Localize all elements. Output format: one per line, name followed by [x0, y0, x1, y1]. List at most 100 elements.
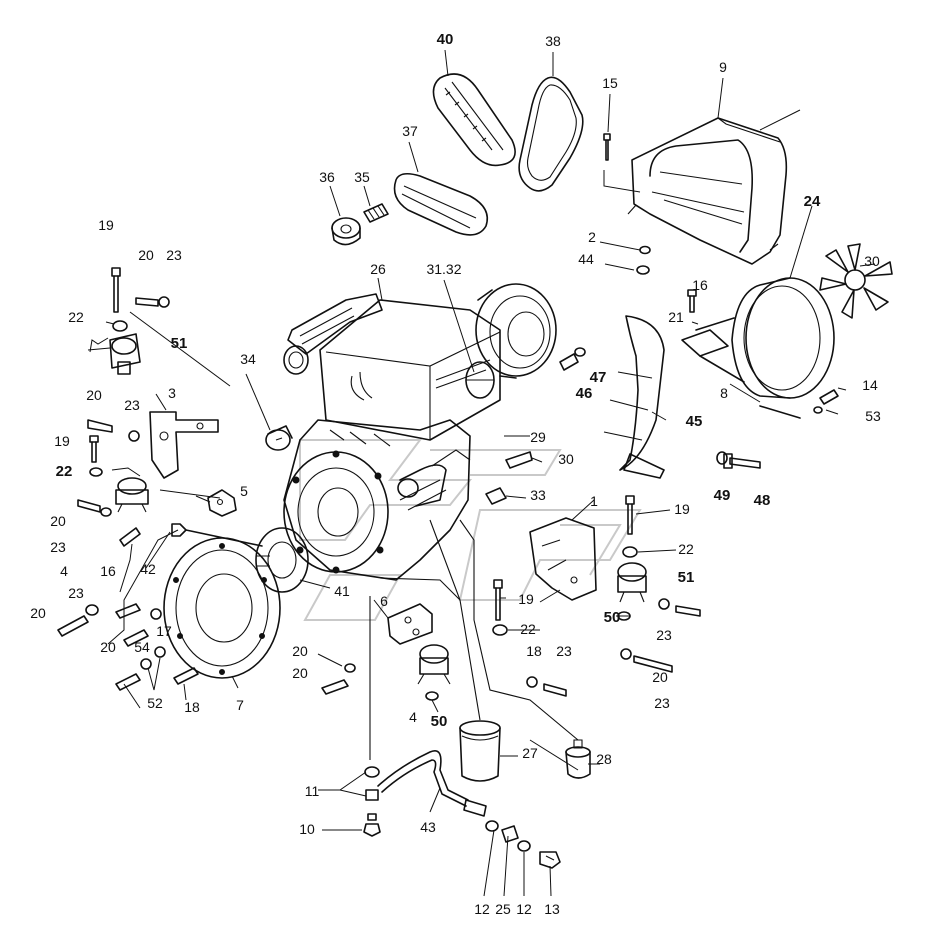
callout-label: 5: [240, 483, 248, 499]
cover-7: [163, 537, 281, 679]
washer-2: [639, 245, 651, 255]
callout-label: 4: [60, 563, 68, 579]
callout-label: 19: [98, 217, 114, 233]
bolt-19-left: [111, 267, 121, 313]
callout-label: 34: [240, 351, 256, 367]
callout-label: 31.32: [426, 261, 461, 277]
callout-label: 51: [678, 569, 695, 586]
bolt-18-a: [123, 629, 149, 647]
mount-51-left: [87, 333, 141, 375]
callout-label: 51: [171, 335, 188, 352]
bolt-16-left: [119, 527, 141, 547]
washer-53: [813, 406, 823, 414]
callout-label: 11: [305, 783, 320, 799]
callout-label: 20: [30, 605, 46, 621]
washers-52: [115, 646, 166, 691]
callout-label: 47: [590, 369, 607, 386]
mount-4-left: [111, 467, 221, 513]
callout-label: 38: [545, 33, 561, 49]
callout-label: 29: [530, 429, 546, 445]
bolt-20-right-b: [633, 655, 673, 673]
callout-label: 20: [86, 387, 102, 403]
washer-23-cr: [526, 676, 538, 688]
washer-23-ll: [85, 604, 99, 616]
plate-5: [207, 489, 237, 517]
callout-label: 50: [604, 609, 621, 626]
bolt-42: [171, 523, 263, 547]
callout-label: 4: [409, 709, 417, 725]
callout-label: 46: [576, 385, 593, 402]
callout-label: 22: [678, 541, 694, 557]
bolt-20-ll: [57, 615, 89, 637]
fitting-12-b: [517, 840, 531, 852]
sensor-34: [265, 425, 293, 451]
callout-label: 18: [526, 643, 542, 659]
callout-label: 14: [862, 377, 878, 393]
washer-23-m4: [100, 507, 112, 517]
washer-23-right-b: [620, 648, 632, 660]
bolt-20-m4: [77, 499, 101, 513]
oil-filter-27: [459, 720, 518, 782]
bolt-46: [559, 353, 579, 371]
fan-ring-24: [695, 277, 835, 419]
callout-label: 28: [596, 751, 612, 767]
sensor-30: [505, 451, 533, 469]
callout-label: 52: [147, 695, 163, 711]
fitting-25: [501, 825, 519, 843]
callout-label: 54: [134, 639, 150, 655]
callout-label: 19: [54, 433, 70, 449]
callout-label: 3: [168, 385, 176, 401]
callout-label: 20: [100, 639, 116, 655]
engine-block: [283, 283, 557, 581]
watermark: [299, 439, 642, 621]
callout-label: 24: [804, 193, 821, 210]
callout-label: 17: [156, 623, 172, 639]
callout-label: 10: [299, 821, 315, 837]
bolt-18-b: [173, 667, 199, 685]
bracket-3: [149, 411, 219, 479]
callout-label: 22: [68, 309, 84, 325]
control-cables: [369, 519, 579, 760]
fitting-13: [539, 851, 561, 869]
callout-label: 23: [556, 643, 572, 659]
callout-label: 20: [138, 247, 154, 263]
mount-51-right: [617, 562, 647, 603]
callout-label: 30: [558, 451, 574, 467]
callout-label: 19: [518, 591, 534, 607]
callout-label: 9: [719, 59, 727, 75]
callout-label: 20: [50, 513, 66, 529]
bolt-15: [603, 133, 611, 161]
bolt-17: [115, 603, 141, 619]
callout-label: 23: [124, 397, 140, 413]
bolt-20-cr: [543, 683, 567, 697]
bracket-fan: [681, 329, 729, 357]
callout-label: 2: [588, 229, 596, 245]
callout-label: 20: [292, 665, 308, 681]
callout-label: 13: [544, 901, 560, 917]
callout-label: 42: [140, 561, 156, 577]
bolt-48: [723, 453, 761, 469]
callout-label: 7: [236, 697, 244, 713]
washer-47: [574, 347, 586, 357]
air-guide-45: [603, 315, 665, 479]
callout-label: 23: [68, 585, 84, 601]
callout-label: 53: [865, 408, 881, 424]
callout-label: 22: [520, 621, 536, 637]
bolt-10: [363, 813, 381, 837]
callout-label: 1: [590, 493, 598, 509]
belt-37: [393, 172, 489, 236]
washer-22-left: [112, 320, 128, 332]
nut-50-center: [425, 691, 439, 701]
washer-22-center: [492, 624, 508, 636]
flywheel-41: [255, 527, 309, 593]
fitting-12-a: [485, 820, 499, 832]
bolt-20-center: [321, 679, 349, 695]
mount-4-center: [417, 644, 451, 685]
callout-label: 35: [354, 169, 370, 185]
callout-label: 36: [319, 169, 335, 185]
callout-label: 20: [292, 643, 308, 659]
callout-label: 20: [652, 669, 668, 685]
callout-label: 21: [668, 309, 684, 325]
hose-43: [377, 750, 487, 817]
